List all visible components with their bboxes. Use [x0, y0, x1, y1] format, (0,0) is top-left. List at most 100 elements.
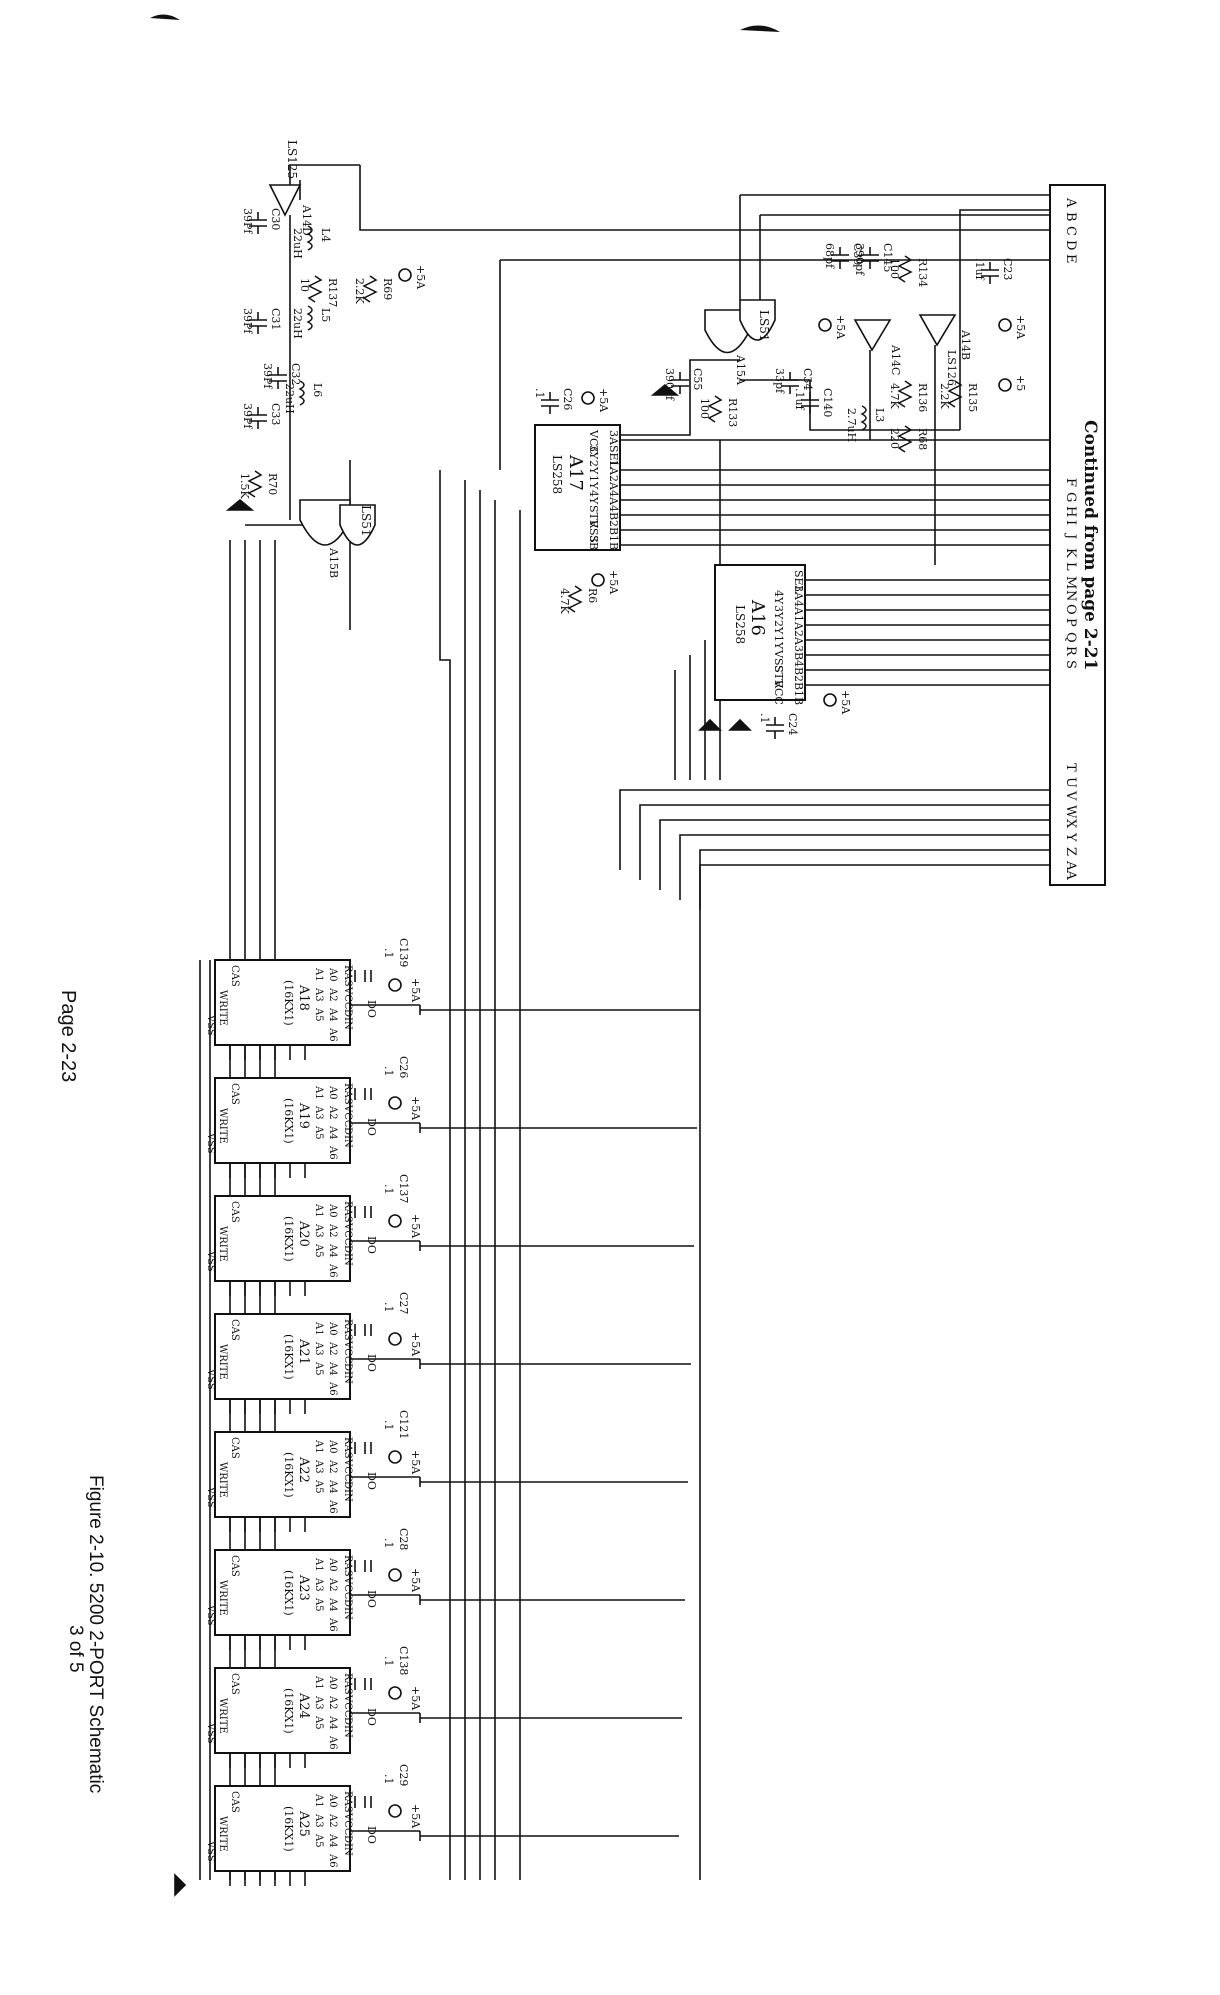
a16-pin-sel: SEL [792, 570, 805, 594]
component-value: 100 [888, 258, 901, 279]
component-value: 1.5K [238, 473, 251, 499]
component-value: .1 [758, 713, 771, 724]
ram-pin-a2: A2 [327, 1813, 338, 1828]
ram-cap-ref: C138 [397, 1646, 410, 1675]
component-value: 39Pf [241, 308, 254, 334]
connector-pin-v: V [1063, 790, 1078, 801]
a17-pin-sel: SEL [607, 445, 620, 469]
ram-pin-vss: VSS [205, 1014, 216, 1036]
ram-pin-vcc: VCC [342, 1694, 353, 1718]
wire [659, 819, 1050, 890]
supply-circle [818, 318, 832, 332]
connector-pin-e: E [1063, 254, 1078, 264]
gate-ls126-a14b: A14B LS126 [918, 314, 972, 386]
ram-pin-write: WRITE [217, 1580, 228, 1616]
ram-pin-a0: A0 [327, 1321, 338, 1336]
wire [639, 804, 1050, 880]
component-value: 22uH [291, 308, 304, 339]
component-ref: R133 [726, 398, 739, 427]
ram-pin-a1: A1 [313, 1557, 324, 1572]
component-c26: C26.1 [533, 388, 574, 414]
ram-ref: A18 [296, 984, 311, 1011]
a16-pin-2y: 2Y [772, 620, 785, 635]
ram-supply-label: +5A [409, 1096, 422, 1121]
ram-pin-a1: A1 [313, 1675, 324, 1690]
wire [289, 164, 360, 185]
ram-size: (16KX1) [282, 1570, 295, 1616]
ram-pin-ras: RAS [342, 1555, 353, 1577]
ram-pin-a4: A4 [327, 1007, 338, 1022]
ram-size: (16KX1) [282, 1098, 295, 1144]
ram-pin-a4: A4 [327, 1597, 338, 1612]
gate-ls51-a15b: LS51 A15B [299, 499, 376, 578]
component-value: 22uH [283, 383, 296, 414]
component-ref: L3 [873, 408, 886, 422]
wire [439, 470, 451, 1880]
ram-pin-a2: A2 [327, 987, 338, 1002]
gate-a14c-label: A14C [889, 344, 902, 375]
ram-pin-a2: A2 [327, 1695, 338, 1710]
a16-pin-3b: 3B [792, 645, 805, 660]
ram-pin-din: DIN [342, 1481, 353, 1502]
ram-pin-vcc: VCC [342, 1104, 353, 1128]
ram-supply-label: +5A [409, 1804, 422, 1829]
connector-pin-x: X [1063, 819, 1078, 829]
connector-pin-t: T [1063, 763, 1078, 772]
ram-body [214, 959, 351, 1046]
ram-pin-a5: A5 [313, 1597, 324, 1612]
ram-pin-cas: CAS [229, 1201, 240, 1223]
resistor-zigzag [567, 585, 583, 613]
ram-pin-ras: RAS [342, 1083, 353, 1105]
ram-pin-vss: VSS [205, 1486, 216, 1508]
ram-pin-cas: CAS [229, 1791, 240, 1813]
a16-pin-1y: 1Y [772, 635, 785, 650]
ram-pin-a5: A5 [313, 1007, 324, 1022]
ram-pin-a3: A3 [313, 1341, 324, 1356]
wire [699, 849, 1050, 910]
wire [359, 165, 1050, 231]
connector-pin-c: C [1063, 226, 1078, 236]
ram-cap-value: .1 [382, 948, 395, 959]
supply-circle [998, 318, 1012, 332]
ram-size: (16KX1) [282, 1334, 295, 1380]
connector-pin-u: U [1063, 777, 1078, 788]
ram-bypass-cap: C137.1+5A [354, 1174, 422, 1239]
a17-pin-vss: VSS [587, 519, 600, 543]
ram-supply-circle [388, 1214, 402, 1228]
ram-cap-ref: C137 [397, 1174, 410, 1203]
supply-label: +5A [414, 265, 427, 290]
supply-terminal: +5A [591, 570, 620, 595]
component-ref: R6 [586, 588, 599, 603]
ram-body [214, 1785, 351, 1872]
ram-pin-a5: A5 [313, 1833, 324, 1848]
component-ref: R137 [326, 278, 339, 307]
resistor-zigzag [947, 380, 963, 408]
connector-pin-k: K [1063, 548, 1078, 558]
ram-pin-a3: A3 [313, 1577, 324, 1592]
ram-pin-a2: A2 [327, 1459, 338, 1474]
a17-pin-2y: 2Y [587, 460, 600, 475]
component-c140: C140.1uf [793, 388, 834, 417]
component-ref: L4 [319, 228, 332, 242]
component-value: .1 [533, 388, 546, 399]
ram-size: (16KX1) [282, 1452, 295, 1498]
supply-label: +5A [834, 315, 847, 340]
connector-pin-n: N [1063, 590, 1078, 601]
ram-pin-a3: A3 [313, 1813, 324, 1828]
ram-supply-label: +5A [409, 978, 422, 1003]
component-value: 39Pf [241, 208, 254, 234]
ram-pin-a4: A4 [327, 1125, 338, 1140]
ram-pin-a5: A5 [313, 1243, 324, 1258]
gate-a14d-label: A14D [300, 204, 313, 236]
ram-pin-din: DIN [342, 1599, 353, 1620]
ram-pin-write: WRITE [217, 1698, 228, 1734]
ram-cap-value: .1 [382, 1184, 395, 1195]
ram-pin-vss: VSS [205, 1368, 216, 1390]
